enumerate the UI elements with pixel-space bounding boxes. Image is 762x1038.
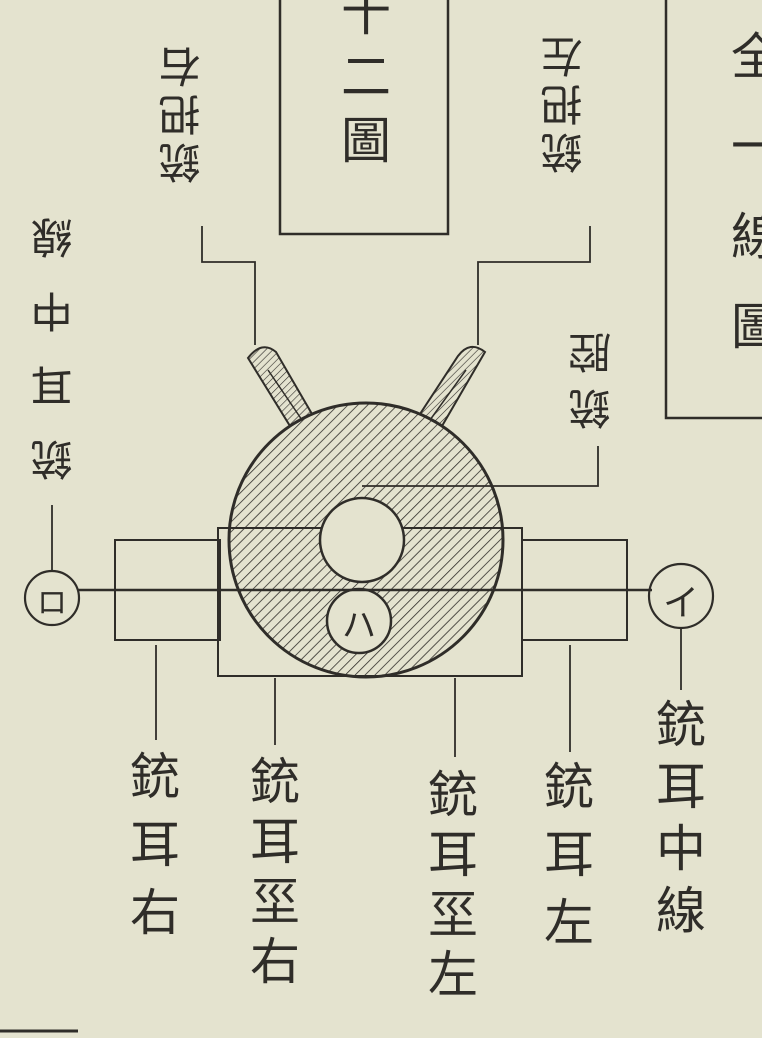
figure-title: 十二圖: [333, 0, 391, 178]
trunnion-right-label: 銃耳右: [122, 750, 180, 954]
bore-circle: [318, 496, 406, 584]
marker-i: イ: [662, 583, 699, 624]
handle-left-leader: [201, 226, 256, 345]
trunnion-base-left-label: 銃耳坙左: [420, 768, 478, 1008]
bore-label: 銃腔: [568, 318, 617, 430]
handle-left-label: 銃把右: [158, 40, 207, 184]
trunnion-base-right-label: 銃耳坙右: [242, 755, 300, 995]
bore-leader: [362, 446, 599, 487]
trunnion-axis-left-label: 銃耳中線: [30, 185, 79, 481]
side-figure-title: 全一線圖: [723, 30, 762, 390]
handle-right-leader: [477, 226, 591, 345]
handle-right: [418, 345, 487, 428]
title-box: [278, 0, 450, 236]
marker-ro: ロ: [37, 586, 67, 621]
handle-right-label: 銃把左: [540, 30, 589, 174]
side-figure-box: [664, 0, 762, 420]
handle-left: [246, 346, 314, 428]
trunnion-axis-right-label: 銃耳中線: [648, 698, 706, 946]
trunnion-left-label: 銃耳左: [536, 760, 594, 964]
marker-ha: ハ: [342, 606, 376, 646]
